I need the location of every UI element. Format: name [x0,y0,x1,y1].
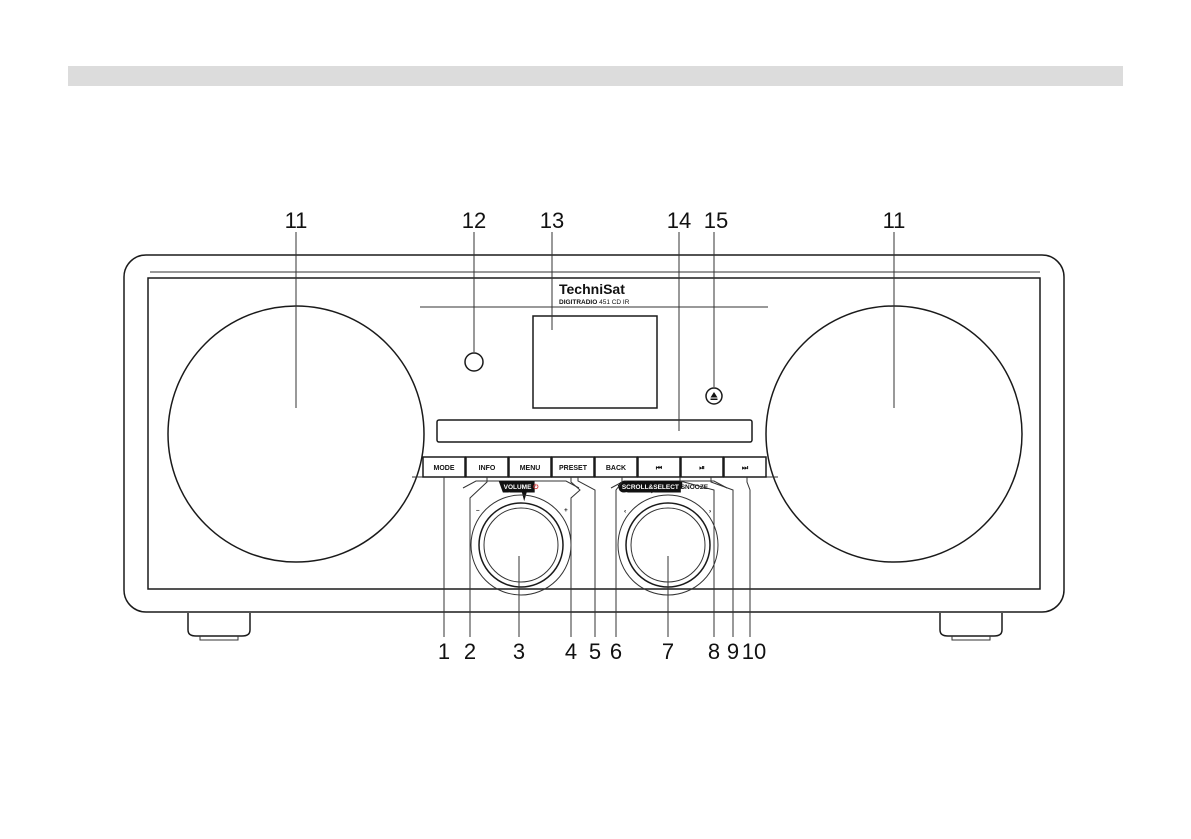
callout-13: 13 [540,208,564,233]
leader-lines-top [296,232,894,431]
brand-logo: TechniSat [559,281,625,297]
callout-11-left: 11 [285,208,308,233]
scroll-left-mark: ‹ [624,508,626,515]
volume-plus-mark: + [564,507,568,514]
callout-1: 1 [438,639,450,664]
front-panel [148,278,1040,589]
back-button-label: BACK [606,465,626,472]
cd-slot [437,420,752,442]
mode-button-label: MODE [434,465,455,472]
callout-15: 15 [704,208,728,233]
button-row: MODE INFO MENU PRESET BACK ⏮ ⏯ ⏭ [412,457,778,477]
info-button-label: INFO [479,465,496,472]
callout-9: 9 [727,639,739,664]
model-name: DIGITRADIO 451 CD IR [559,299,630,306]
preset-button-label: PRESET [559,465,588,472]
play-pause-icon: ⏯ [699,465,705,472]
scroll-knob-area: SCROLL&SELECT/SNOOZE ‹ › [611,481,727,595]
foot-right [940,613,1002,636]
ir-sensor [465,353,483,371]
callout-7: 7 [662,639,674,664]
volume-knob[interactable] [479,503,563,587]
volume-knob-label: VOLUME/⏻ [504,483,540,491]
foot-left [188,613,250,636]
scroll-right-mark: › [709,508,711,515]
callout-10: 10 [742,639,766,664]
leader-lines-bottom [444,477,750,637]
menu-button-label: MENU [520,465,541,472]
eject-button[interactable] [706,388,722,404]
callout-12: 12 [462,208,486,233]
callout-6: 6 [610,639,622,664]
callout-4: 4 [565,639,577,664]
skip-back-icon: ⏮ [656,465,663,472]
callout-11-right: 11 [883,208,906,233]
callouts-bottom: 1 2 3 4 5 6 7 8 9 10 [438,639,766,664]
callout-14: 14 [667,208,691,233]
callout-8: 8 [708,639,720,664]
volume-minus-mark: – [476,507,480,514]
volume-knob-area: VOLUME/⏻ – + [463,481,579,595]
callout-3: 3 [513,639,525,664]
skip-forward-icon: ⏭ [742,465,749,472]
callout-2: 2 [464,639,476,664]
eject-icon [711,392,718,398]
callout-5: 5 [589,639,601,664]
callouts-top: 11 12 13 14 15 11 [285,208,906,233]
